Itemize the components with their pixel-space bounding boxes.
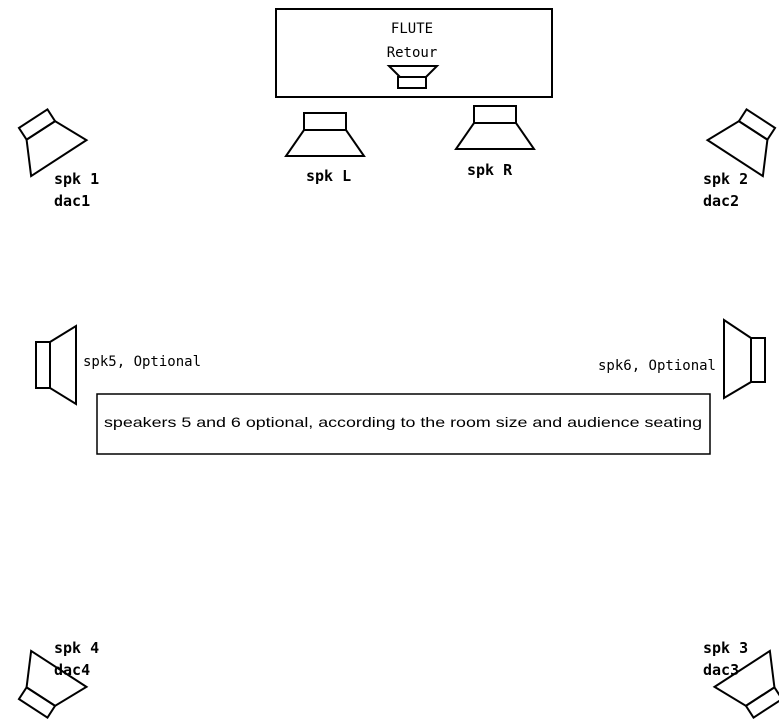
speaker-3-label: spk 3 [703, 639, 748, 657]
speaker-2-label: spk 2 [703, 170, 748, 188]
speaker-l-icon [284, 112, 366, 157]
note-text: speakers 5 and 6 optional, according to … [104, 414, 702, 430]
speaker-4-label: spk 4 [54, 639, 99, 657]
stage-performer-label: FLUTE [391, 21, 433, 37]
speaker-6-label: spk6, Optional [598, 358, 716, 374]
speaker-2-dac-label: dac2 [703, 192, 739, 210]
stage-monitor-label: Retour [387, 45, 438, 61]
speaker-2-icon [705, 108, 777, 178]
speaker-1-dac-label: dac1 [54, 192, 90, 210]
speaker-r-label: spk R [467, 161, 513, 179]
speaker-4-icon [17, 649, 89, 719]
speaker-l-label: spk L [306, 167, 351, 185]
retour-monitor-icon [386, 65, 440, 89]
speaker-3-icon [712, 649, 779, 719]
speaker-5-label: spk5, Optional [83, 354, 201, 370]
note-box [96, 393, 711, 455]
speaker-1-label: spk 1 [54, 170, 99, 188]
speaker-4-dac-label: dac4 [54, 661, 90, 679]
speaker-1-icon [17, 108, 89, 178]
speaker-5-icon [35, 324, 77, 406]
speaker-r-icon [454, 105, 536, 150]
speaker-3-dac-label: dac3 [703, 661, 739, 679]
stage-box [275, 8, 553, 98]
speaker-6-icon [723, 318, 766, 400]
